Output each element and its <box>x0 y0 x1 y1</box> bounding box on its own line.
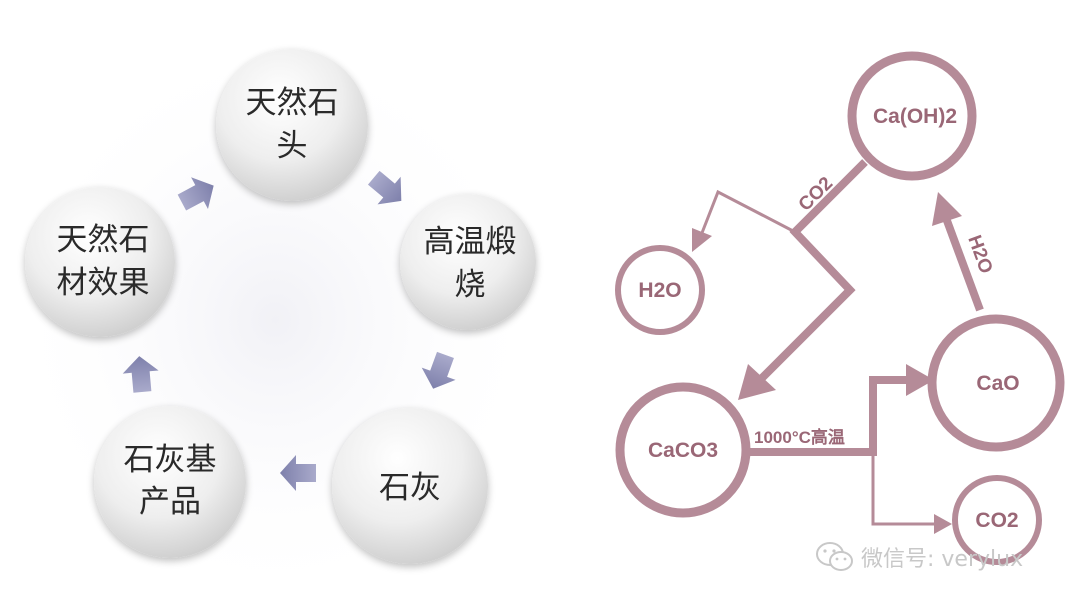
arrow-cao-to-caoh2 <box>932 192 984 312</box>
cycle-node-label: 天然石 <box>57 222 150 258</box>
label-cao: CaO <box>976 372 1019 395</box>
node-h2o <box>615 245 705 335</box>
node-caco3 <box>615 382 751 518</box>
arrow-branch-to-h2o <box>692 189 796 252</box>
cycle-node-natural-stone: 天然石 头 <box>216 49 368 201</box>
label-caco3: CaCO3 <box>648 439 718 462</box>
cycle-arrows <box>122 170 456 491</box>
cycle-node-label: 产品 <box>139 484 201 520</box>
chemistry-labels: Ca(OH)2 H2O CaCO3 CaO CO2 CO2 H2O 1000°C… <box>638 105 1019 532</box>
cycle-arrow-lime-to-products <box>280 455 316 491</box>
label-co2: CO2 <box>975 509 1018 532</box>
label-h2o: H2O <box>638 279 681 302</box>
cycle-arrow-stone-to-calcination <box>367 170 402 205</box>
cycle-node-label: 石灰基 <box>124 442 217 478</box>
cycle-node-label: 材效果 <box>57 265 150 301</box>
cycle-node-calcination: 高温煅 烧 <box>400 194 536 330</box>
arrow-caco3-to-cao <box>744 364 934 456</box>
cycle-arrow-effect-to-stone <box>177 177 214 211</box>
arrow-caoh2-to-caco3 <box>738 159 868 400</box>
cycle-arrow-products-to-effect <box>122 356 159 393</box>
arrow-branch-to-co2 <box>871 452 952 534</box>
wechat-icon <box>816 542 853 571</box>
cycle-node-lime-products: 石灰基 产品 <box>94 406 246 558</box>
lime-cycle-chemistry <box>615 51 1065 565</box>
watermark-text: 微信号: verylux <box>861 547 1024 572</box>
node-co2 <box>952 475 1042 565</box>
node-caoh2 <box>847 51 977 181</box>
label-caoh2: Ca(OH)2 <box>873 105 957 128</box>
cycle-arrow-calcination-to-lime <box>421 351 456 389</box>
cycle-node-label: 头 <box>277 128 308 164</box>
cycle-node-label: 石灰 <box>379 470 441 506</box>
cycle-node-label: 高温煅 <box>424 224 517 260</box>
label-heat: 1000°C高温 <box>754 427 845 447</box>
process-cycle: 天然石 头 高温煅 烧 石灰 石灰基 产品 天然石 材效果 <box>5 30 545 608</box>
cycle-node-label: 烧 <box>455 267 486 303</box>
cycle-node-lime: 石灰 <box>332 408 488 564</box>
watermark: 微信号: verylux <box>815 540 1023 574</box>
cycle-node-label: 天然石 <box>246 85 339 121</box>
node-cao <box>927 314 1065 452</box>
cycle-node-natural-stone-effect: 天然石 材效果 <box>25 187 175 337</box>
